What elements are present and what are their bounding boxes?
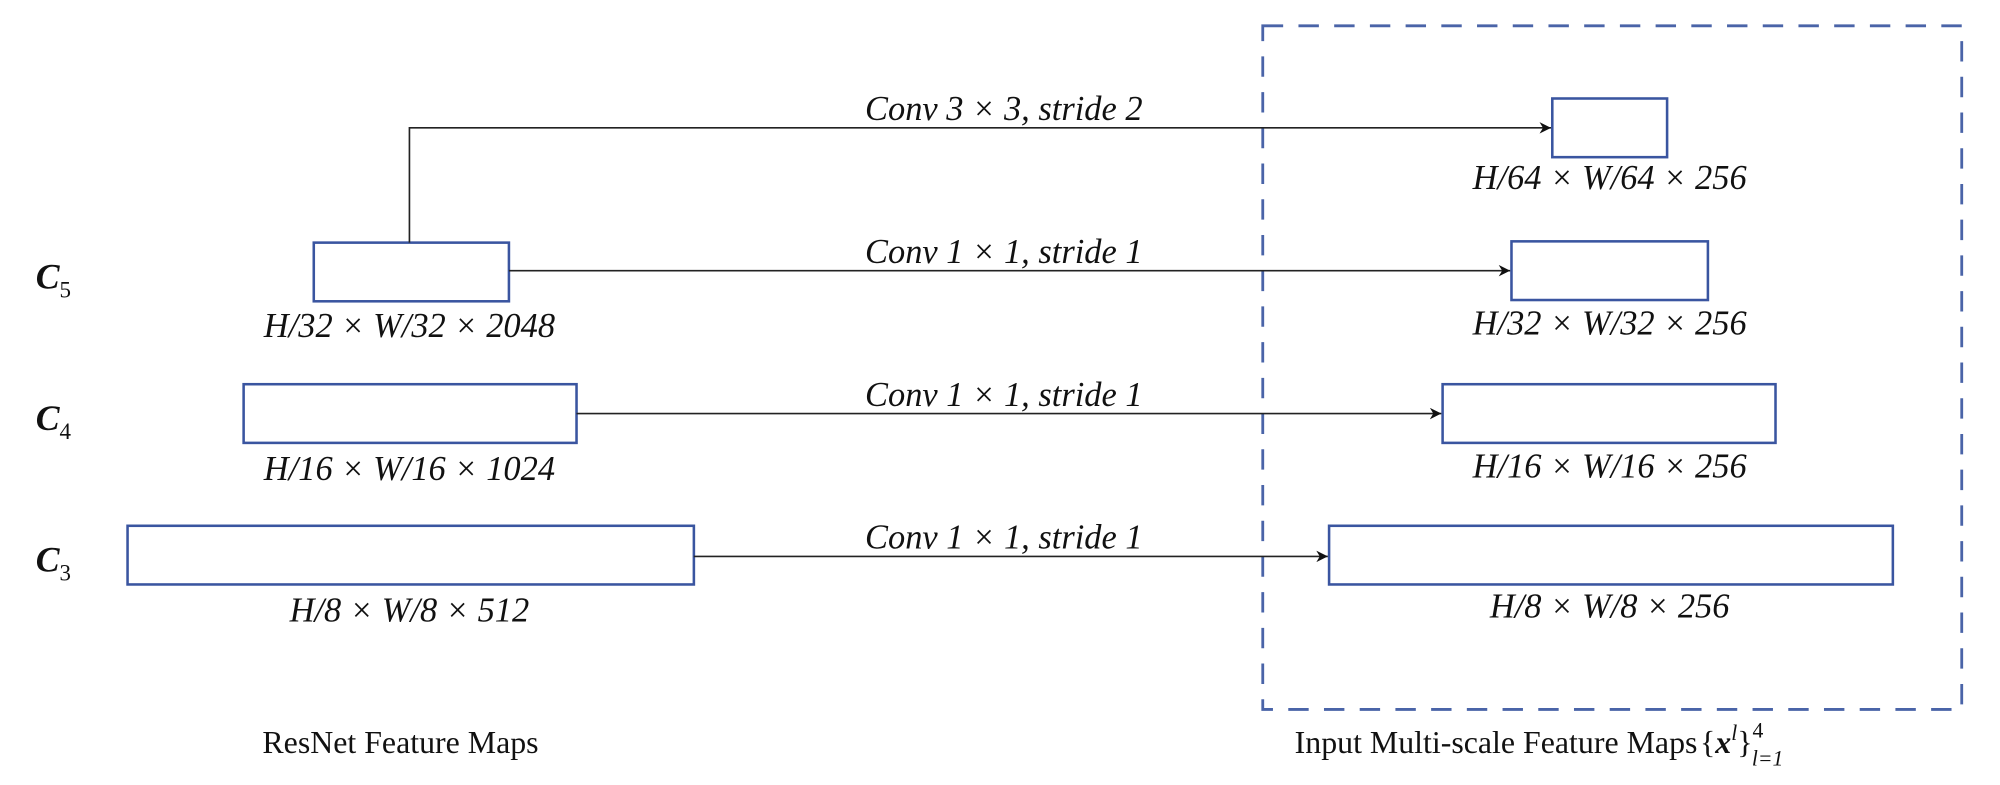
arrow-c5-downsample (408, 122, 1552, 243)
level-label-c4: C4 (36, 398, 72, 444)
dim-label-c5: H/32 × W/32 × 2048 (263, 307, 555, 345)
conv-label-c4: Conv 1 × 1, stride 1 (865, 376, 1143, 414)
dim-label-x16: H/16 × W/16 × 256 (1472, 447, 1748, 485)
resnet-c3-feature-box (126, 524, 696, 586)
resnet-c5-feature-box (312, 241, 511, 303)
level-label-c5: C5 (36, 257, 71, 303)
output-x16-feature-box (1441, 382, 1777, 445)
resnet-c4-feature-box (242, 382, 578, 445)
dim-label-x32: H/32 × W/32 × 256 (1472, 304, 1748, 342)
conv-label-c5: Conv 1 × 1, stride 1 (865, 233, 1143, 271)
output-x32-feature-box (1510, 240, 1710, 302)
conv-label-c5-downsample: Conv 3 × 3, stride 2 (865, 90, 1143, 128)
dim-label-x64: H/64 × W/64 × 256 (1472, 159, 1748, 197)
multi-scale-group-border (1261, 24, 1964, 711)
dim-label-x8: H/8 × W/8 × 256 (1489, 588, 1730, 626)
dim-label-c3: H/8 × W/8 × 512 (289, 591, 530, 629)
output-x64-feature-box (1551, 97, 1669, 159)
conv-label-c3: Conv 1 × 1, stride 1 (865, 519, 1143, 557)
dim-label-c4: H/16 × W/16 × 1024 (263, 450, 555, 488)
output-x8-feature-box (1327, 524, 1895, 586)
level-label-c3: C3 (36, 540, 71, 586)
caption-resnet-feature-maps: ResNet Feature Maps (262, 725, 538, 760)
